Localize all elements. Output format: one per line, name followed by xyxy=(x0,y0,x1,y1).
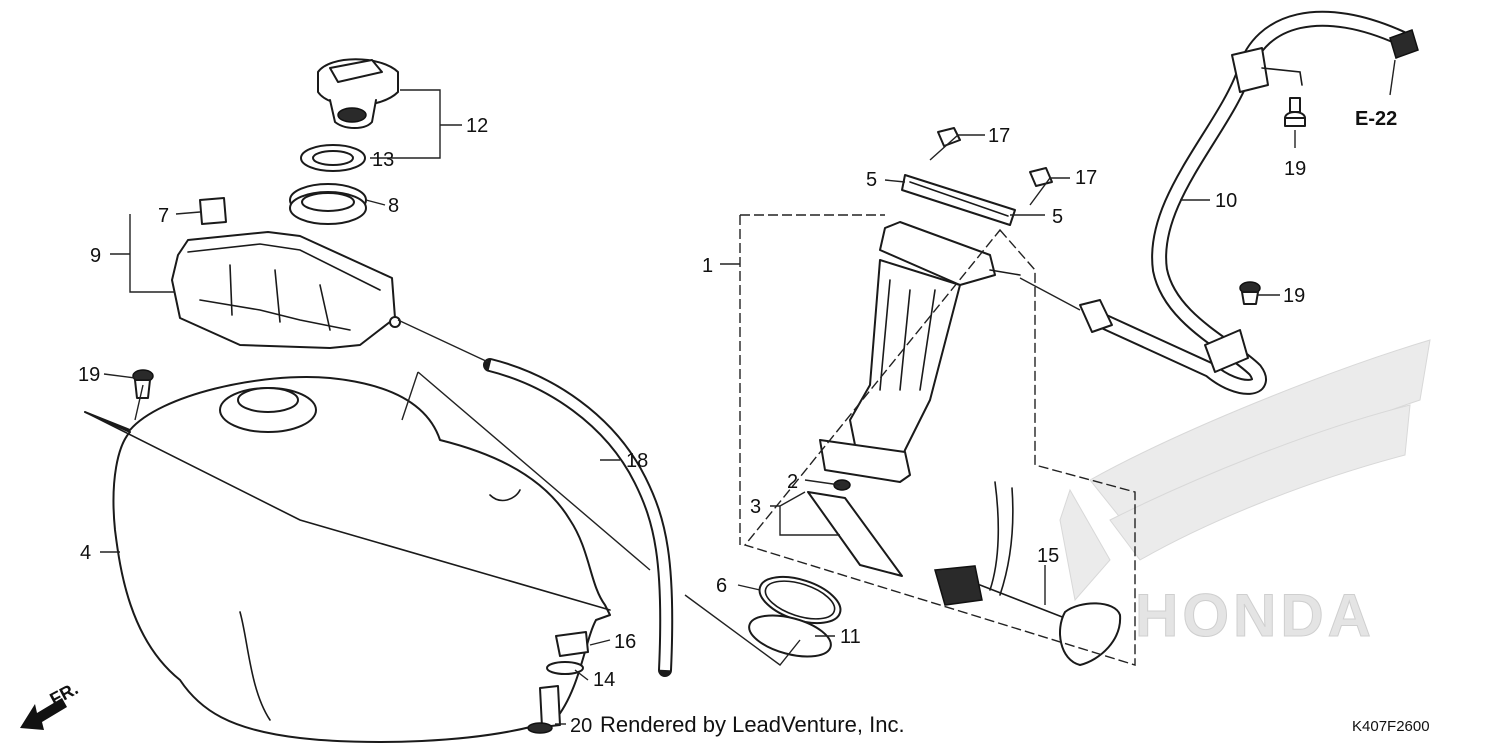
callout-7: 7 xyxy=(158,205,169,227)
cap-gasket xyxy=(300,144,366,172)
filler-seal xyxy=(289,183,367,225)
filler-tray xyxy=(171,231,401,349)
callout-16: 16 xyxy=(614,631,636,653)
fuel-level-sensor xyxy=(934,481,1122,666)
callout-19-top: 19 xyxy=(1284,158,1306,180)
leader-lines xyxy=(100,59,1396,725)
callout-11: 11 xyxy=(840,626,861,648)
front-arrow-icon xyxy=(20,698,67,730)
callout-9: 9 xyxy=(90,245,101,267)
tank-mount-hardware xyxy=(527,631,589,734)
callout-5-right: 5 xyxy=(1052,206,1063,228)
reference-e22: E-22 xyxy=(1355,108,1397,130)
callout-18: 18 xyxy=(626,450,648,472)
callout-10: 10 xyxy=(1215,190,1237,212)
front-direction-indicator: FR. xyxy=(20,678,81,730)
callout-12: 12 xyxy=(466,115,488,137)
bolt-19-top xyxy=(1284,97,1306,127)
callout-6: 6 xyxy=(716,575,727,597)
callout-17-top: 17 xyxy=(988,125,1010,147)
diagram-code: K407F2600 xyxy=(1352,718,1430,735)
nut-17-a xyxy=(937,127,961,147)
callout-8: 8 xyxy=(388,195,399,217)
callout-1: 1 xyxy=(702,255,713,277)
pump-gaskets xyxy=(748,575,842,658)
callout-2: 2 xyxy=(787,471,798,493)
bolt-19-left xyxy=(132,369,154,399)
callout-19-left: 19 xyxy=(78,364,100,386)
callout-19-right: 19 xyxy=(1283,285,1305,307)
callout-14: 14 xyxy=(593,669,615,691)
callout-labels: 12 13 8 7 9 19 4 18 16 14 20 1 5 5 17 17… xyxy=(78,108,1397,737)
bolt-19-right xyxy=(1239,281,1261,305)
tray-pad xyxy=(199,197,227,225)
fuel-hose xyxy=(1079,10,1419,395)
callout-13: 13 xyxy=(372,149,394,171)
setting-plate xyxy=(901,174,1016,226)
fuel-tank xyxy=(84,376,611,744)
honda-watermark-text: HONDA xyxy=(1135,582,1375,649)
fuel-cap xyxy=(317,58,399,129)
nut-17-b xyxy=(1029,167,1053,187)
render-credit: Rendered by LeadVenture, Inc. xyxy=(600,712,905,737)
callout-4: 4 xyxy=(80,542,91,564)
callout-17-right: 17 xyxy=(1075,167,1097,189)
honda-watermark: HONDA xyxy=(1059,339,1431,650)
pump-assembly-boundary xyxy=(739,214,1136,666)
callout-5-left: 5 xyxy=(866,169,877,191)
callout-20: 20 xyxy=(570,715,592,737)
callout-3: 3 xyxy=(750,496,761,518)
fuel-pump-assembly xyxy=(807,221,1021,577)
callout-15: 15 xyxy=(1037,545,1059,567)
breather-tube-core xyxy=(488,360,672,671)
